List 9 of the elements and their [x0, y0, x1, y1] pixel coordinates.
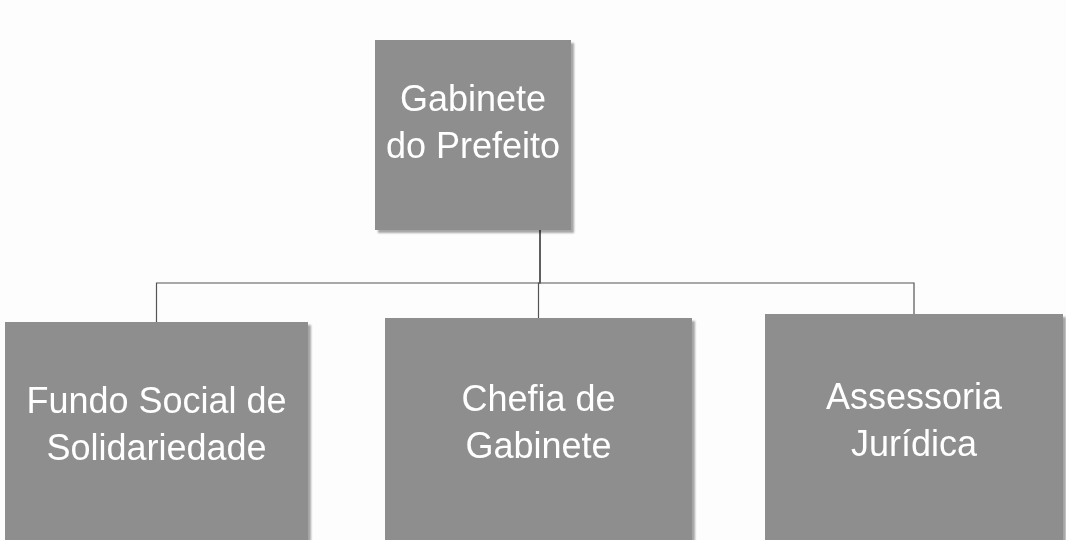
connector-line	[539, 229, 915, 315]
box-label: Fundo Social de Solidariedade	[25, 379, 288, 470]
box-label: Assessoria Jurídica	[824, 375, 1004, 466]
box-label: Chefia de Gabinete	[460, 377, 617, 468]
org-box	[385, 318, 692, 540]
org-box	[765, 314, 1063, 540]
box-label: Gabinete do Prefeito	[384, 77, 562, 168]
org-box	[375, 40, 571, 230]
org-box	[5, 322, 308, 540]
